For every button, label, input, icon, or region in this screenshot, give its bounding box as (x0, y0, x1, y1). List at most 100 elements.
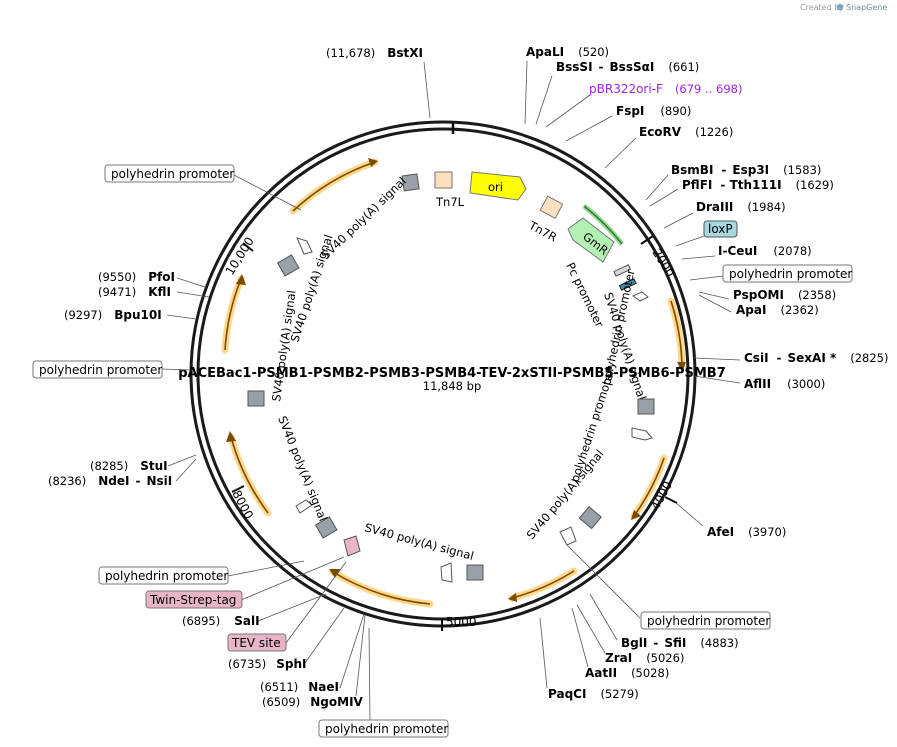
site-pspomi[interactable]: PspOMI(2358) (733, 288, 836, 302)
leader-bstxi (423, 61, 431, 119)
polyA-box-left-upper (276, 254, 300, 277)
site-stui[interactable]: (8285)StuI (90, 459, 168, 473)
promoter-arrow-bottom (440, 562, 453, 583)
ori-arrow (469, 171, 527, 201)
site-bstxi[interactable]: (11,678)BstXI (326, 46, 423, 60)
feature-box-label: polyhedrin promoter (647, 614, 770, 628)
leader-afei (675, 502, 704, 527)
orf-arrow-left-lower-head (226, 431, 236, 442)
promoter-arrow-left-upper (296, 237, 313, 255)
site-fspi[interactable]: FspI(890) (616, 104, 691, 118)
sv40-polya-bottom-label: SV40 poly(A) signal (363, 520, 475, 563)
site-paqci[interactable]: PaqCI(5279) (548, 687, 639, 701)
leader-naei (339, 613, 365, 689)
site-bsmbi[interactable]: BsmBI-Esp3I(1583) (671, 163, 821, 177)
leader-apali (524, 60, 528, 125)
leader-bgli (589, 593, 618, 641)
leader-bsssi (535, 75, 553, 125)
feature-box-tev-site[interactable]: TEV site (227, 633, 287, 652)
orf-arrow-bottom-left-line (332, 571, 431, 605)
credit-text: Created by (800, 3, 844, 12)
feature-box-label: loxP (708, 222, 733, 236)
leader-sphi (304, 607, 345, 664)
leader-ngomiv (355, 614, 366, 697)
site-naei[interactable]: (6511)NaeI (260, 680, 339, 694)
sv40-polya-top-left-label: SV40 poly(A) signal (318, 174, 409, 262)
site-afei[interactable]: AfeI(3970) (707, 525, 786, 539)
site-bsssi[interactable]: BssSI-BssSαI(661) (556, 60, 699, 74)
leader-lines (160, 60, 741, 723)
site-sphi[interactable]: (6735)SphI (228, 657, 307, 671)
site-pfoi[interactable]: (9550)PfoI (98, 270, 175, 284)
leader-polyhedrin-bottom-right (566, 544, 641, 619)
site-apai[interactable]: ApaI(2362) (736, 303, 819, 317)
leader-iceui (681, 255, 716, 260)
feature-box-polyhedrin-bottom[interactable]: polyhedrin promoter (318, 719, 449, 738)
loxp-mark (613, 264, 632, 277)
feature-box-label: Twin-Strep-tag (149, 593, 236, 607)
pc-promoter-arrow (631, 291, 649, 302)
site-sali[interactable]: (6895)SalI (182, 614, 260, 628)
feature-box-label: TEV site (231, 636, 281, 650)
feature-box-loxp[interactable]: loxP (703, 220, 738, 238)
leader-pfoi (176, 277, 206, 288)
site-csii[interactable]: CsiI-SexAI *(2825) (744, 351, 889, 365)
site-kfli[interactable]: (9471)KflI (98, 285, 171, 299)
leader-ecorv (604, 137, 637, 169)
site-aatii[interactable]: AatII(5028) (585, 666, 669, 680)
leader-stui (167, 454, 197, 467)
leader-twin-strep (240, 556, 345, 601)
site-ngomiv[interactable]: (6509)NgoMIV (262, 695, 364, 709)
feature-box-label: polyhedrin promoter (39, 363, 162, 377)
feature-box-polyhedrin-top-left[interactable]: polyhedrin promoter (104, 164, 235, 183)
tn7r-label: Tn7R (526, 218, 560, 245)
orf-arrow-top-left-line (292, 161, 376, 212)
orf-arrow-bottom-right-head (508, 593, 517, 602)
orf-arrow-bottom-left-head (329, 569, 340, 578)
leader-draiii (663, 212, 694, 229)
site-draiii[interactable]: DraIII(1984) (696, 200, 786, 214)
feature-box-polyhedrin-bottom-left[interactable]: polyhedrin promoter (98, 566, 229, 585)
tick-5000: 5000 (446, 615, 477, 629)
feature-box-polyhedrin-left[interactable]: polyhedrin promoter (32, 360, 163, 379)
primer-pbr322ori-f[interactable]: pBR322ori-F(679 .. 698) (589, 82, 742, 96)
site-ndei[interactable]: (8236)NdeI-NsiI (48, 474, 172, 488)
site-bpu10i[interactable]: (9297)Bpu10I (64, 308, 162, 322)
site-apali[interactable]: ApaLI(520) (526, 45, 609, 59)
pc-promoter-label: Pc promoter (563, 260, 607, 330)
feature-box-twin-strep[interactable]: Twin-Strep-tag (145, 590, 243, 609)
sv40-polya-left-label-1: SV40 poly(A) signal (269, 289, 298, 402)
orf-arrows (221, 158, 686, 608)
leader-bpu10i (166, 314, 197, 320)
leader-tev (285, 561, 347, 644)
site-ecorv[interactable]: EcoRV(1226) (639, 125, 733, 139)
credit-brand: SnapGene (846, 3, 887, 12)
feature-box-polyhedrin-right[interactable]: polyhedrin promoter (722, 264, 853, 283)
feature-box-label: polyhedrin promoter (105, 569, 228, 583)
site-bgli[interactable]: BglI-SfiI(4883) (621, 636, 739, 650)
leader-sali (257, 593, 327, 622)
leader-fspi (565, 115, 613, 142)
leader-aatii (571, 607, 589, 668)
site-pflfi[interactable]: PflFI-Tth111I(1629) (682, 178, 834, 192)
leader-polyhedrin-left (160, 368, 193, 371)
snapgene-credit: Created by SnapGene (800, 3, 887, 12)
site-zrai[interactable]: ZraI(5026) (605, 651, 684, 665)
orf-arrow-left-upper-head (236, 274, 246, 285)
leader-pbr322 (545, 94, 591, 128)
gmr-arrow (567, 217, 615, 263)
leader-bsmbi (645, 174, 669, 201)
leader-ndei (175, 458, 197, 482)
feature-box-label: polyhedrin promoter (111, 167, 234, 181)
feature-box-polyhedrin-bottom-right[interactable]: polyhedrin promoter (640, 611, 771, 630)
sv40-polya-right-lower-label: SV40 poly(A) signal (524, 447, 607, 542)
site-iceui[interactable]: I-CeuI(2078) (718, 244, 812, 258)
leader-kfli (176, 291, 210, 298)
gmr-arc-line (583, 205, 623, 245)
leader-loxp (675, 235, 705, 247)
orf-arrow-right-upper-head (677, 362, 686, 372)
polyA-box-left-lower (314, 516, 338, 539)
tick-4000-mark (664, 496, 678, 504)
site-aflii[interactable]: AflII(3000) (744, 377, 825, 391)
